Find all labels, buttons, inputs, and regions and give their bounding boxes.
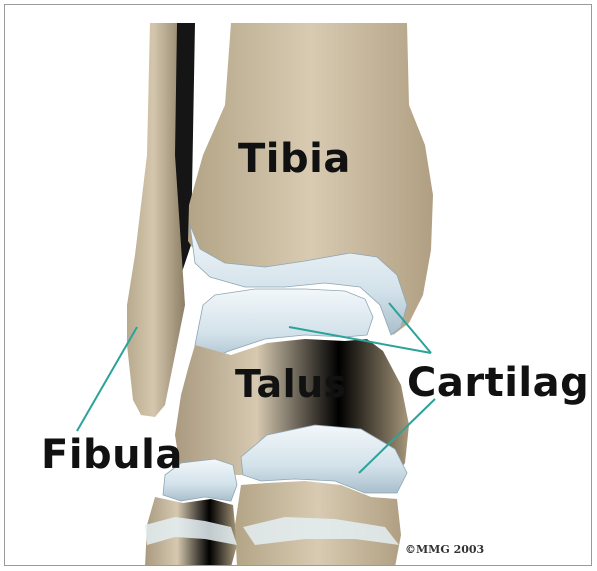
copyright-notice: ©MMG 2003 xyxy=(405,543,484,556)
tibia-label: Tibia xyxy=(238,139,351,179)
cartilage-label: Cartilage xyxy=(407,363,592,403)
talus-label: Talus xyxy=(235,365,347,403)
fibula-label: Fibula xyxy=(41,435,183,475)
ankle-anatomy-illustration xyxy=(5,5,592,566)
fibula-pointer-line xyxy=(77,327,137,431)
illustration-frame: Tibia Talus Cartilage Fibula ©MMG 2003 xyxy=(4,4,592,566)
